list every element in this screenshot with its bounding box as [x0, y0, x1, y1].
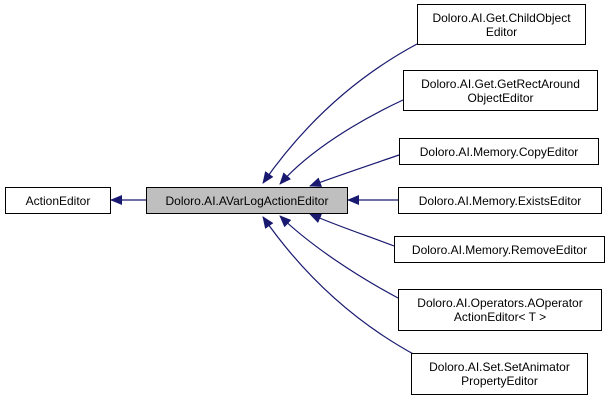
node-operators-aoperator-action-editor[interactable]: Doloro.AI.Operators.AOperator ActionEdit…	[398, 289, 602, 331]
node-label-line-1: Doloro.AI.Operators.AOperator	[417, 296, 583, 310]
node-focus-class: Doloro.AI.AVarLogActionEditor	[146, 187, 348, 214]
node-label: Doloro.AI.Memory.RemoveEditor	[411, 242, 588, 257]
node-memory-exists-editor[interactable]: Doloro.AI.Memory.ExistsEditor	[398, 187, 602, 214]
node-child-object-editor[interactable]: Doloro.AI.Get.ChildObject Editor	[417, 4, 586, 45]
node-label-line-1: Doloro.AI.Get.ChildObject	[432, 10, 571, 25]
node-set-animator-property-editor[interactable]: Doloro.AI.Set.SetAnimator PropertyEditor	[411, 353, 588, 395]
node-label: ActionEditor	[25, 193, 91, 208]
node-label: Doloro.AI.AVarLogActionEditor	[165, 193, 329, 208]
node-label-line-1: Doloro.AI.Get.GetRectAround	[421, 76, 580, 91]
node-memory-remove-editor[interactable]: Doloro.AI.Memory.RemoveEditor	[394, 236, 605, 263]
node-label-line-2: ActionEditor< T >	[453, 310, 547, 324]
node-label-line-2: Editor	[485, 24, 518, 39]
node-label-line-1: Doloro.AI.Set.SetAnimator	[429, 360, 570, 374]
node-get-rect-around-object-editor[interactable]: Doloro.AI.Get.GetRectAround ObjectEditor	[403, 70, 598, 111]
node-base-class[interactable]: ActionEditor	[5, 187, 111, 214]
edge-setanimator-to-focus	[262, 216, 418, 357]
edge-childobject-to-focus	[262, 43, 418, 184]
edge-aoperator-to-focus	[279, 215, 399, 299]
node-label-line-2: ObjectEditor	[467, 90, 534, 105]
edge-copyeditor-to-focus	[309, 154, 400, 187]
edge-getrectaround-to-focus	[279, 99, 404, 185]
node-label-line-2: PropertyEditor	[461, 374, 538, 388]
node-memory-copy-editor[interactable]: Doloro.AI.Memory.CopyEditor	[399, 138, 599, 165]
node-label: Doloro.AI.Memory.CopyEditor	[419, 144, 579, 159]
edge-removeeditor-to-focus	[309, 213, 395, 247]
node-label: Doloro.AI.Memory.ExistsEditor	[418, 193, 582, 208]
